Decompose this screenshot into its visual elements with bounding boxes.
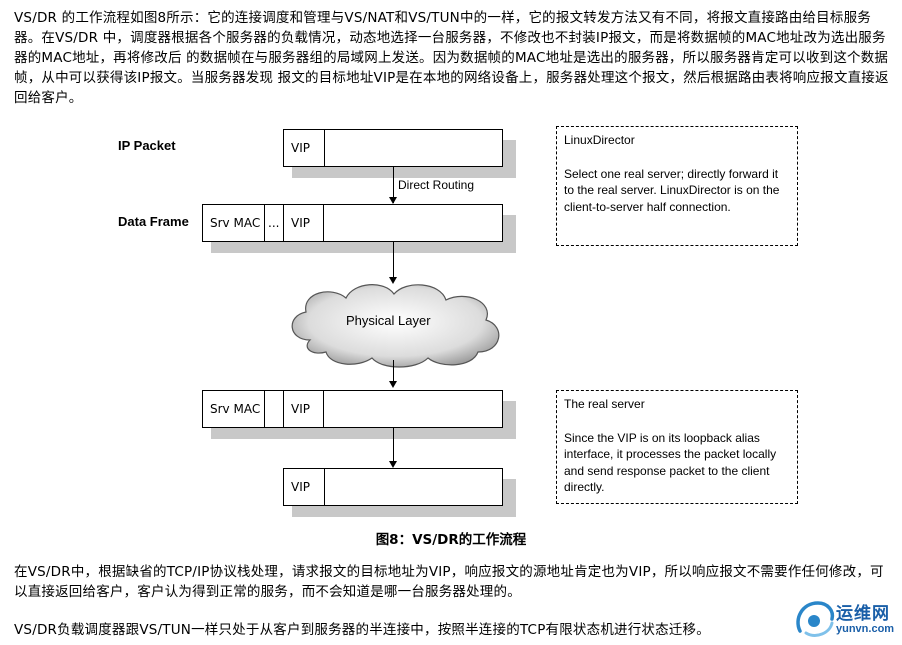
arrow-down-icon (389, 197, 397, 204)
director-note: LinuxDirector Select one real server; di… (556, 126, 798, 246)
cloud-icon (291, 284, 500, 368)
director-note-body: Select one real server; directly forward… (564, 166, 780, 214)
srv-mac-field: Srv MAC (203, 205, 265, 241)
real-server-note: The real server Since the VIP is on its … (556, 390, 798, 504)
vip-field: VIP (284, 469, 325, 505)
data-frame-label: Data Frame (118, 214, 189, 229)
site-logo: 运维网 yunvn.com (792, 597, 897, 643)
srv-mac-field: Srv MAC (203, 391, 265, 427)
arrow-down-icon (389, 461, 397, 468)
paragraph-2: 在VS/DR中，根据缺省的TCP/IP协议栈处理，请求报文的目标地址为VIP，响… (14, 564, 884, 600)
figure-caption: 图8：VS/DR的工作流程 (375, 532, 527, 548)
final-ip-packet-box: VIP (283, 468, 503, 506)
physical-layer-label: Physical Layer (346, 313, 431, 328)
intro-paragraph: VS/DR 的工作流程如图8所示：它的连接调度和管理与VS/NAT和VS/TUN… (14, 10, 889, 106)
logo-name: 运维网 (836, 604, 890, 624)
ellipsis-field: ... (265, 205, 284, 241)
real-server-note-title: The real server (564, 397, 645, 411)
paragraph-3: VS/DR负载调度器跟VS/TUN一样只处于从客户到服务器的半连接中，按照半连接… (14, 622, 710, 638)
vip-field: VIP (284, 205, 324, 241)
empty-field (265, 391, 284, 427)
real-server-note-body: Since the VIP is on its loopback alias i… (564, 430, 777, 495)
arrow-down-icon (389, 381, 397, 388)
vip-field: VIP (284, 391, 324, 427)
ip-packet-box: VIP (283, 129, 503, 167)
logo-url: yunvn.com (836, 623, 895, 635)
vip-field: VIP (284, 130, 325, 166)
director-note-title: LinuxDirector (564, 133, 635, 147)
arrow-down-icon (389, 277, 397, 284)
received-frame-box: Srv MAC VIP (202, 390, 503, 428)
data-frame-box: Srv MAC ... VIP (202, 204, 503, 242)
ip-packet-label: IP Packet (118, 138, 176, 153)
direct-routing-label: Direct Routing (398, 178, 475, 192)
logo-swirl-icon (796, 601, 835, 637)
